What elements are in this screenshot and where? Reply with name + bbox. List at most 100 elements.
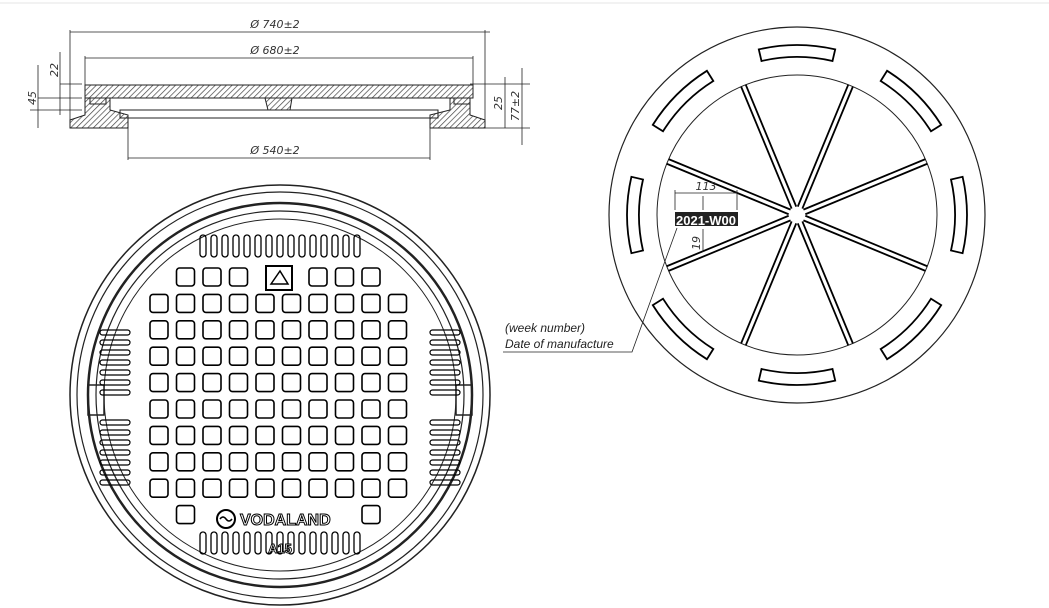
grid-cell [175, 451, 196, 472]
grid-cell [202, 372, 222, 393]
slot [651, 297, 715, 361]
grid-cell [202, 451, 222, 472]
grid-cell [202, 346, 222, 367]
spoke [796, 223, 850, 346]
slot [879, 297, 943, 361]
fin [199, 531, 207, 555]
fin [331, 531, 339, 555]
fin [331, 234, 339, 258]
spoke [744, 223, 798, 346]
fin [232, 531, 240, 555]
spoke [740, 221, 793, 344]
fin [210, 234, 218, 258]
grid-cell [387, 425, 408, 446]
grid-cell [387, 346, 408, 367]
spoke [801, 221, 854, 344]
fin [99, 379, 131, 386]
dim-cover-thickness: 22 [48, 63, 61, 77]
grid-cell [149, 346, 169, 367]
fin [342, 531, 350, 555]
grid-cell [281, 425, 302, 446]
fin [254, 531, 262, 555]
fin [309, 531, 317, 555]
dim-outer-diameter: Ø 740±2 [249, 18, 299, 31]
fin [353, 531, 361, 555]
grid-cell [228, 293, 249, 314]
spoke [668, 219, 791, 272]
fin [342, 234, 350, 258]
fin [287, 234, 295, 258]
grid-cell [361, 319, 381, 340]
grid-cell [334, 267, 355, 287]
slot [879, 69, 943, 133]
grid-cell [202, 267, 222, 287]
dimension-lines [30, 30, 530, 160]
grid-cell [149, 451, 169, 472]
fin [221, 531, 229, 555]
date-stamp: 2021-W00 [676, 213, 736, 228]
fin [429, 429, 461, 436]
grid-cell [228, 267, 249, 287]
cover-bottom-view: 113 19 2021-W00 (week number) Date of ma… [503, 26, 986, 404]
fin [210, 531, 218, 555]
grid-cell [334, 478, 355, 499]
fin [243, 234, 251, 258]
spoke [668, 158, 791, 211]
spoke [805, 162, 928, 216]
grid-cell [308, 372, 328, 393]
fin [429, 449, 461, 456]
grid-cell [281, 372, 302, 393]
brand-name: VODALAND [240, 512, 331, 529]
spoke [666, 162, 789, 216]
grid-cell [387, 372, 408, 393]
grid-cell [361, 451, 381, 472]
fin [243, 531, 251, 555]
grid-cell [334, 372, 355, 393]
fin [429, 469, 461, 476]
grid-cell [361, 504, 381, 525]
grid-cell [281, 293, 302, 314]
grid-cell [202, 399, 222, 419]
grid-cell [334, 451, 355, 472]
grid-cell [361, 399, 381, 419]
dim-cover-diameter: Ø 680±2 [249, 44, 299, 57]
section-view: Ø 740±2 Ø 680±2 Ø 540±2 22 45 25 77±2 [26, 18, 530, 160]
grid-cell [228, 399, 249, 419]
fin [429, 339, 461, 346]
fin [99, 469, 131, 476]
grid-cell [149, 478, 169, 499]
grid-cell [308, 425, 328, 446]
fin [429, 459, 461, 466]
fin [298, 234, 306, 258]
fin [429, 329, 461, 336]
grid-cell [202, 293, 222, 314]
grid-cell [361, 372, 381, 393]
grid-cell [149, 399, 169, 419]
cover-top-view: VODALAND A15 [69, 184, 491, 606]
grid-cell [149, 319, 169, 340]
brand-logo-icon [216, 509, 236, 529]
anti-slip-grid [149, 267, 408, 525]
grid-cell [149, 293, 169, 314]
fin [429, 369, 461, 376]
grid-cell [281, 346, 302, 367]
fin [254, 234, 262, 258]
spoke [803, 219, 926, 272]
grid-cell [175, 478, 196, 499]
grid-cell [308, 451, 328, 472]
grid-cell [387, 293, 408, 314]
fin [99, 329, 131, 336]
grid-cell [255, 372, 275, 393]
spoke [740, 86, 793, 209]
spokes [666, 84, 928, 346]
fin [99, 369, 131, 376]
spoke [666, 214, 789, 268]
fin [353, 234, 361, 258]
grid-cell [361, 478, 381, 499]
fin [309, 234, 317, 258]
fin [99, 479, 131, 486]
section-profile [69, 84, 486, 129]
grid-cell [334, 425, 355, 446]
grid-cell [361, 346, 381, 367]
